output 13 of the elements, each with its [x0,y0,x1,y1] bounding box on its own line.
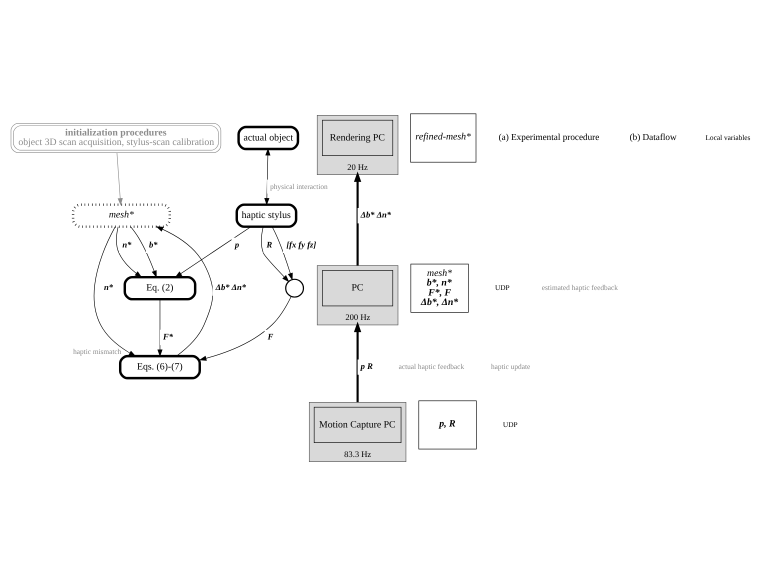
edge-label: p [234,238,240,249]
edge-label: Δb* Δn* [216,282,246,292]
label: (a) Experimental procedure [498,132,600,142]
edge-label: [fx fy fz] [286,238,316,249]
edge-label: Δb* Δn* [360,209,392,220]
edge-label: R [266,238,272,249]
label: (b) Dataflow [630,132,677,142]
edge-label: n* [122,238,132,249]
edge-label: F* [163,330,174,341]
edge-label: F [268,330,274,341]
edge-label: n* [104,282,114,292]
edge-label: b* [148,238,158,249]
edge-label: p R [360,360,373,371]
